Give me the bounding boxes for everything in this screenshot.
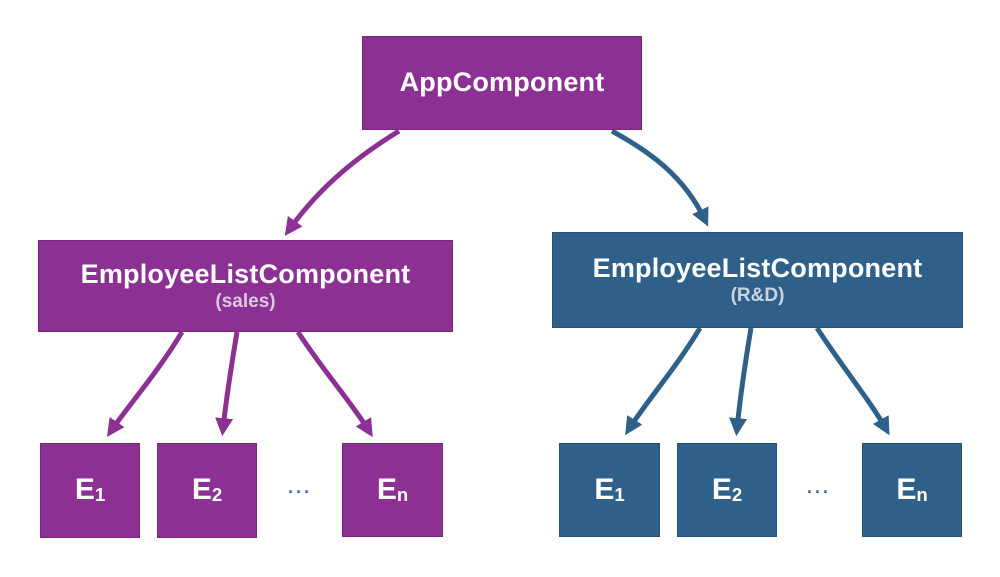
employee-list-rnd-label: EmployeeListComponent [592, 253, 923, 284]
sales-e2-sub: 2 [211, 484, 223, 506]
node-sales-e2: E2 [157, 443, 257, 538]
sales-ellipsis: ... [287, 477, 312, 497]
rnd-e2-label: E2 [712, 473, 742, 508]
rnd-e2-base: E [711, 472, 732, 506]
edge-sales-to-e1 [106, 330, 185, 437]
employee-list-sales-label: EmployeeListComponent [80, 259, 411, 290]
rnd-ellipsis: ... [806, 477, 831, 497]
sales-en-sub: n [396, 483, 409, 505]
sales-en-base: E [376, 472, 397, 506]
node-employee-list-sales: EmployeeListComponent (sales) [38, 240, 453, 332]
node-sales-en: En [342, 443, 443, 537]
rnd-e1-label: E1 [594, 473, 624, 508]
app-component-label: AppComponent [399, 67, 605, 98]
rnd-e1-sub: 1 [614, 483, 625, 505]
edge-rnd-to-e2 [729, 327, 754, 437]
edge-rnd-to-e1 [625, 326, 703, 436]
rnd-en-sub: n [916, 483, 928, 505]
node-sales-e1: E1 [40, 443, 140, 538]
rnd-en-base: E [896, 472, 917, 506]
sales-en-label: En [377, 473, 408, 508]
edge-rnd-to-en [814, 326, 890, 436]
node-app-component: AppComponent [362, 36, 642, 130]
edge-app-to-rnd [610, 128, 709, 227]
rnd-en-label: En [896, 473, 927, 508]
sales-e2-base: E [191, 473, 212, 507]
node-rnd-en: En [862, 443, 962, 537]
edge-sales-to-e2 [215, 331, 240, 437]
node-employee-list-rnd: EmployeeListComponent (R&D) [552, 232, 963, 328]
rnd-e2-sub: 2 [731, 483, 743, 505]
employee-list-rnd-sublabel: (R&D) [730, 285, 785, 307]
employee-list-sales-sublabel: (sales) [215, 291, 276, 313]
node-rnd-e2: E2 [677, 443, 777, 537]
sales-e2-label: E2 [192, 473, 222, 508]
rnd-e1-base: E [594, 472, 615, 506]
sales-e1-sub: 1 [94, 484, 106, 506]
edge-app-to-sales [284, 128, 401, 236]
sales-e1-label: E1 [75, 473, 105, 508]
sales-e1-base: E [74, 473, 95, 507]
node-rnd-e1: E1 [559, 443, 660, 537]
edge-sales-to-en [295, 330, 373, 438]
